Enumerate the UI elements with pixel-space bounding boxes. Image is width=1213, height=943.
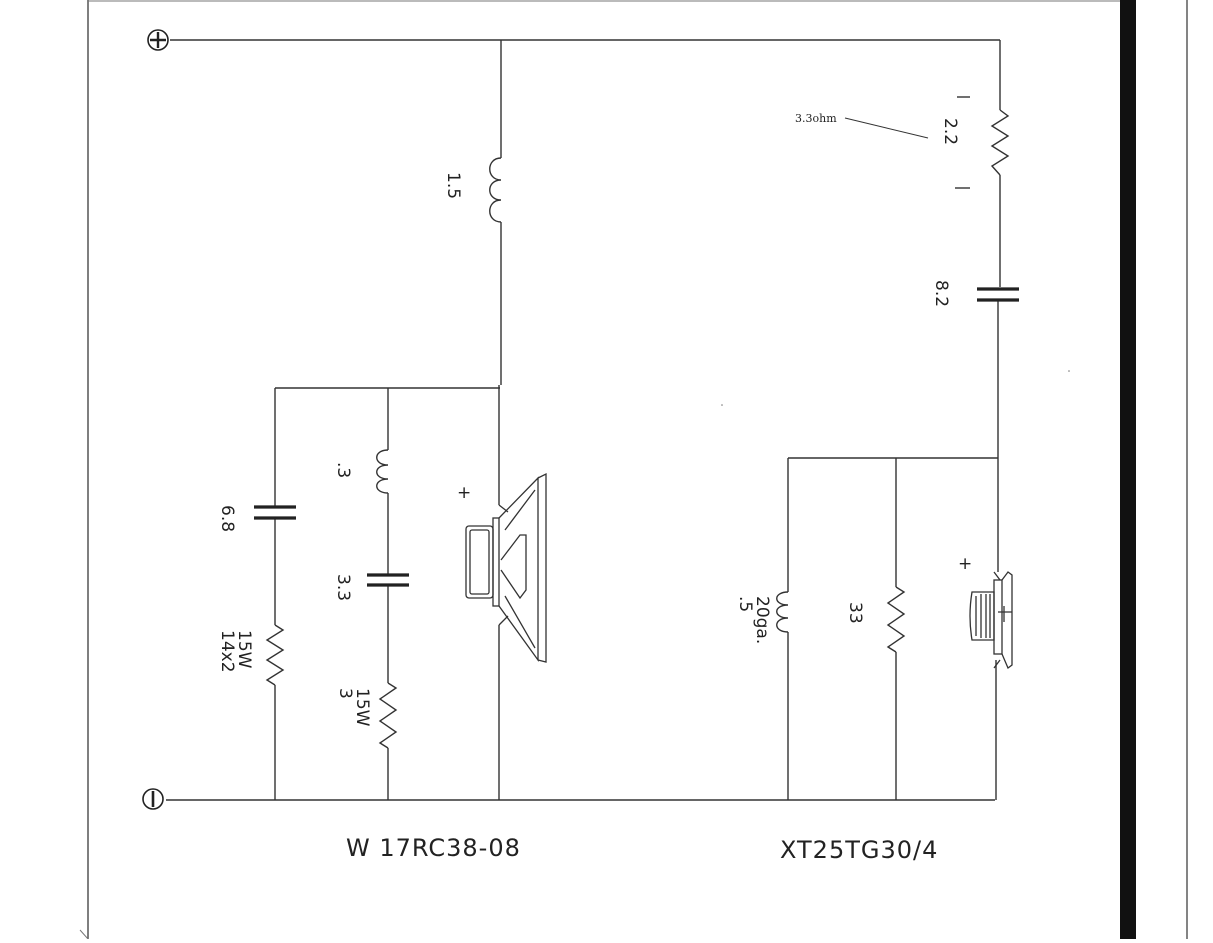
label-series-inductor: 1.5 xyxy=(443,172,463,199)
notch-inductor xyxy=(376,449,389,494)
woofer-speaker-symbol xyxy=(465,472,547,663)
scan-speck xyxy=(1068,370,1070,372)
label-notch-inductor: .3 xyxy=(333,462,353,478)
label-line: 15W xyxy=(352,688,372,727)
label-notch-res: 315W xyxy=(335,688,372,727)
wires xyxy=(166,39,1001,801)
tweeter-speaker-wire xyxy=(995,458,999,800)
tweeter-node xyxy=(787,457,998,800)
label-line: 3 xyxy=(335,688,355,699)
page-bottom-edge xyxy=(79,929,89,940)
woofer-series-inductor xyxy=(489,157,502,223)
label-woofer-shunt-res: 14x215W xyxy=(217,630,254,673)
woofer-model-label: W 17RC38-08 xyxy=(346,834,521,862)
label-tweeter-series-res: 2.2 xyxy=(940,118,960,145)
label-woofer-shunt-cap: 6.8 xyxy=(217,505,237,532)
label-notch-cap: 3.3 xyxy=(333,574,353,601)
note-leader-line xyxy=(844,117,929,139)
label-tweeter-shunt-inductor: .520ga. xyxy=(735,596,772,644)
label-line: 15W xyxy=(234,630,254,669)
scan-speck xyxy=(721,404,723,406)
woofer-shunt-resistor xyxy=(265,624,285,686)
label-line: 14x2 xyxy=(217,630,237,673)
scan-dark-border xyxy=(1120,0,1136,939)
negative-terminal xyxy=(142,788,164,810)
woofer-polarity-mark: + xyxy=(457,483,471,503)
label-line: .5 xyxy=(735,596,755,612)
tweeter-speaker-symbol xyxy=(969,571,1013,670)
notch-capacitor xyxy=(367,573,409,587)
label-line: 20ga. xyxy=(752,596,772,644)
tweeter-series-resistor xyxy=(990,109,1010,176)
woofer-shunt-capacitor xyxy=(254,505,296,520)
tweeter-shunt-resistor xyxy=(886,586,906,653)
label-tweeter-shunt-res: 33 xyxy=(845,602,865,624)
positive-terminal xyxy=(147,29,169,51)
tweeter-series-capacitor xyxy=(977,287,1019,302)
label-tweeter-series-cap: 8.2 xyxy=(931,280,951,307)
tweeter-polarity-mark: + xyxy=(958,554,972,574)
tweeter-shunt-inductor xyxy=(776,591,789,633)
tweeter-feed-wire xyxy=(997,40,1001,458)
tweeter-model-label: XT25TG30/4 xyxy=(780,836,938,864)
notch-resistor xyxy=(378,682,398,749)
label-series-res-note: 3.3ohm xyxy=(795,112,837,125)
